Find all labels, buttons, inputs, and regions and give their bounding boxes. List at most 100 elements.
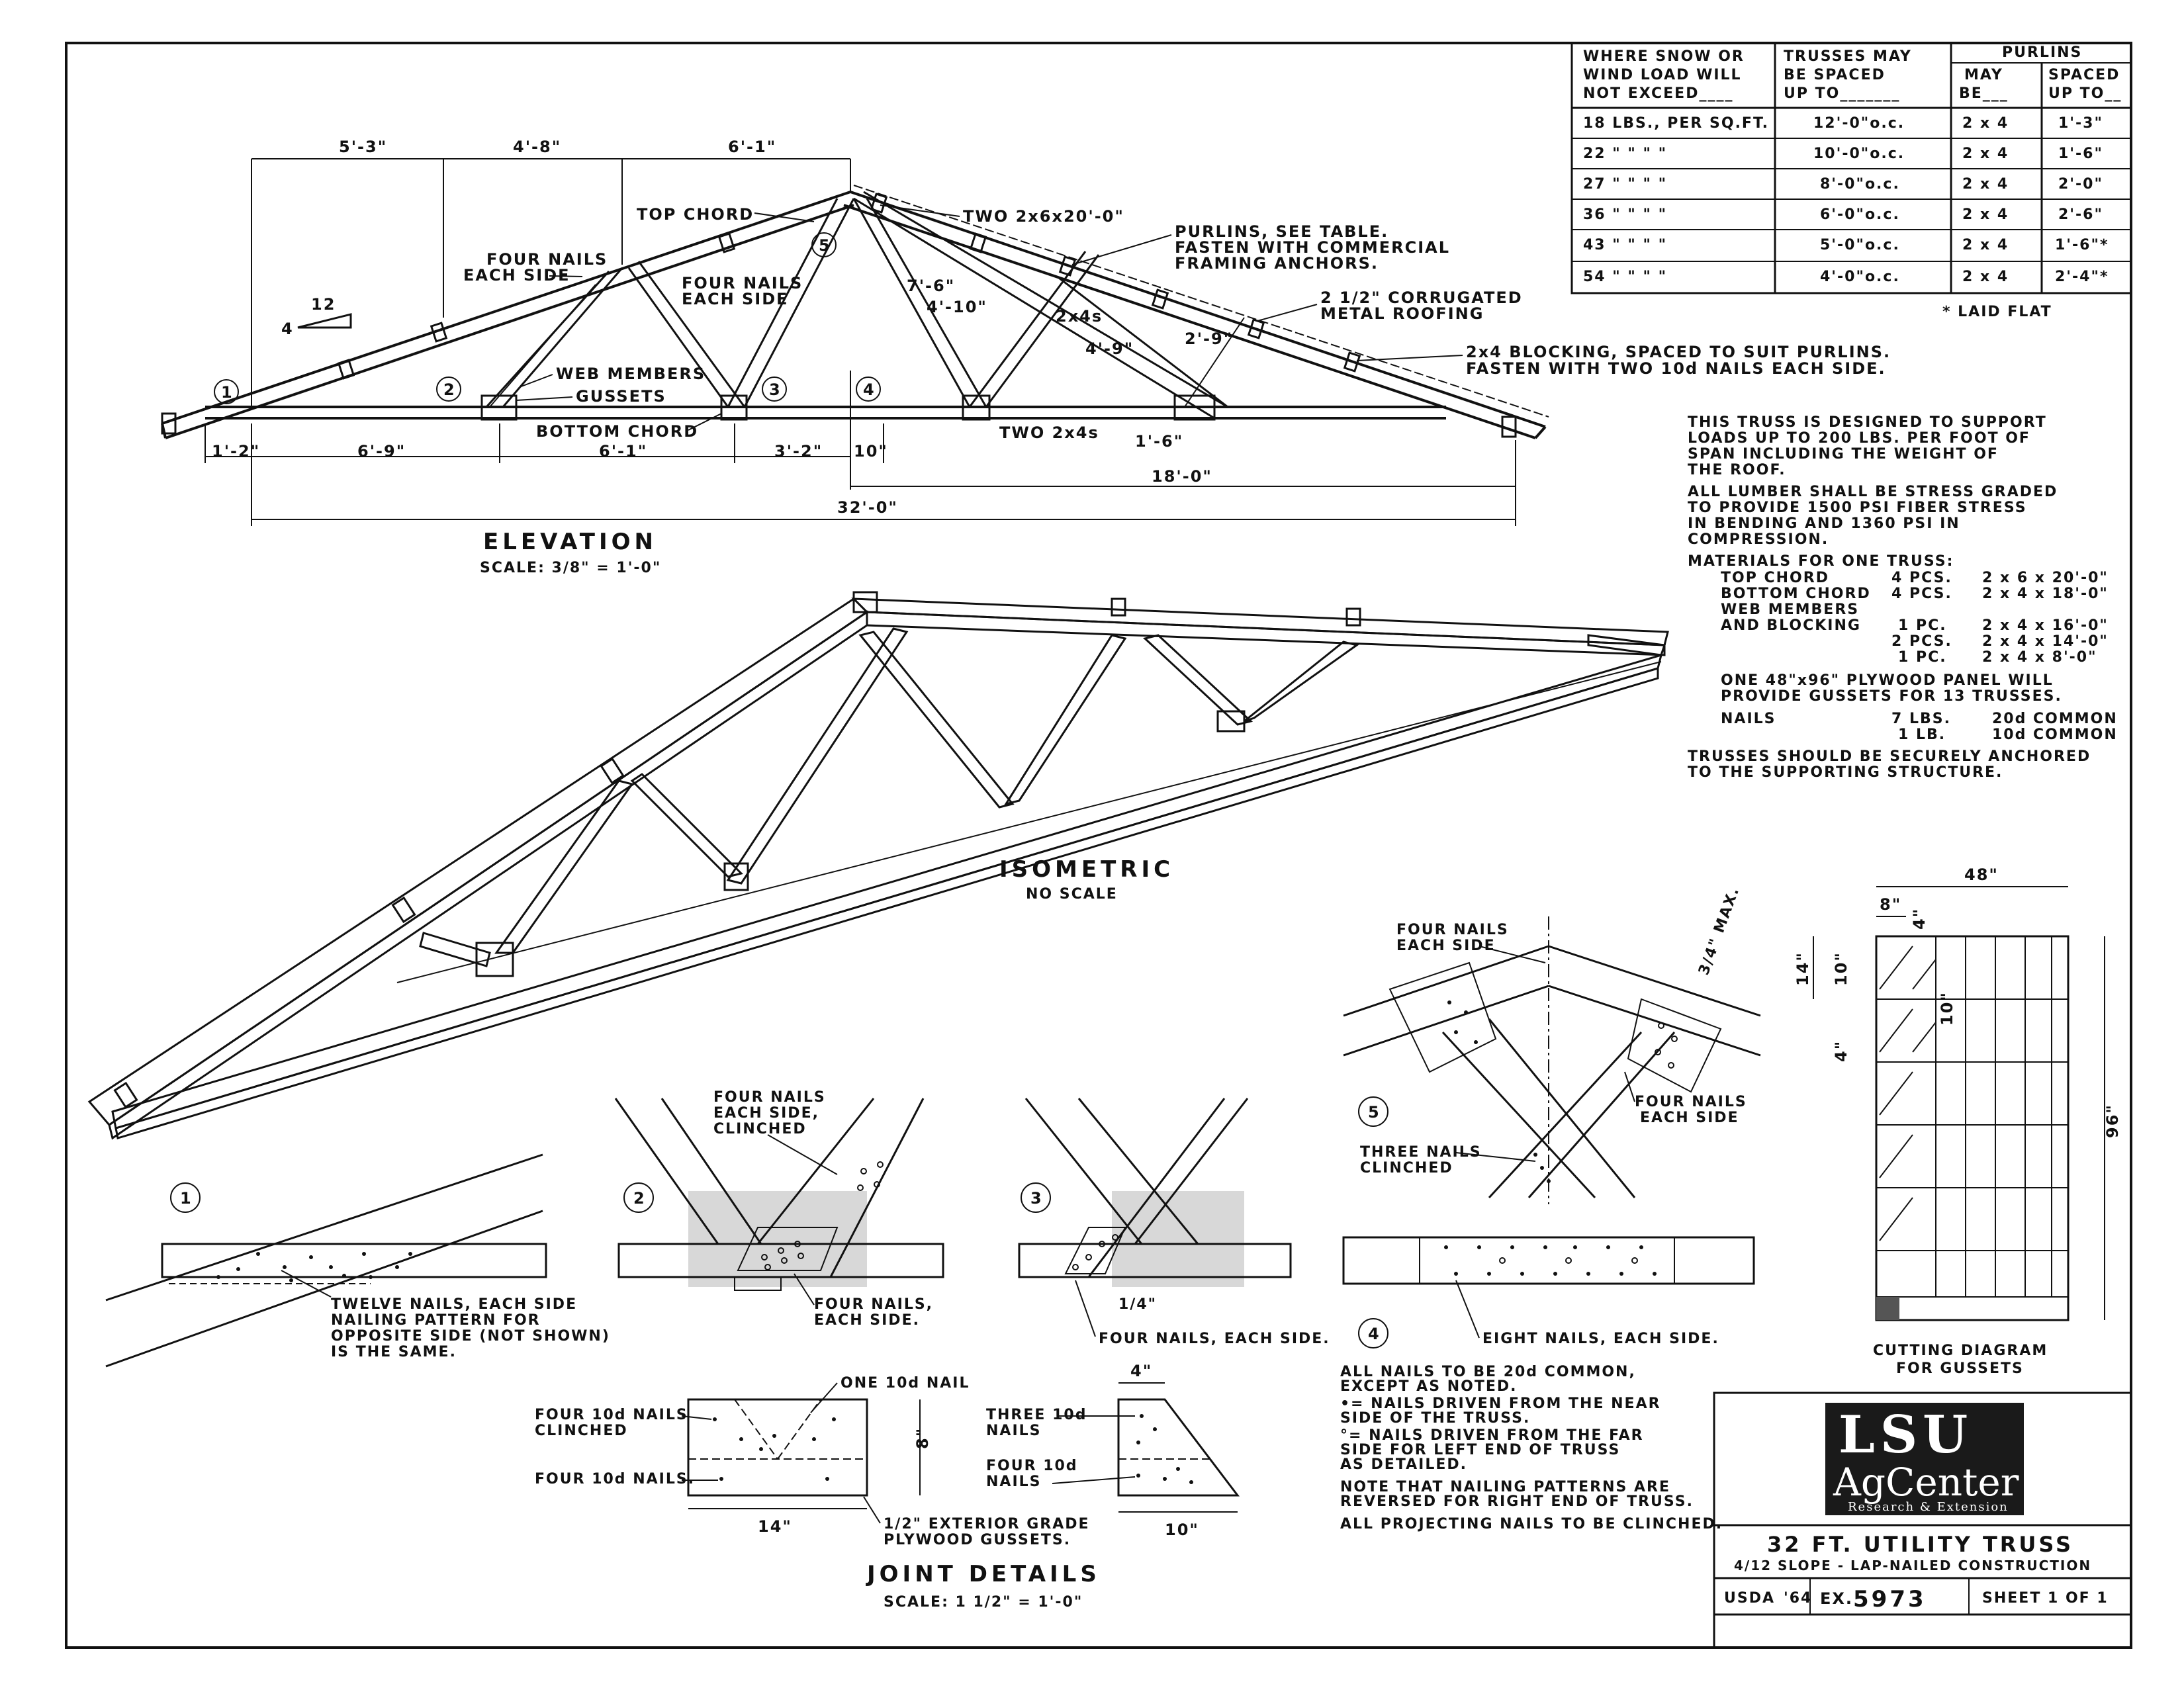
material-qty: 1 PC. (1898, 617, 1947, 634)
joint-details: 14" 8" 4" 10" ONE 10d NAIL FOUR 10d NAIL… (535, 1362, 1240, 1611)
general-note-line: ALL NAILS TO BE 20d COMMON, (1340, 1364, 1636, 1380)
note-anchor-2: TO THE SUPPORTING STRUCTURE. (1688, 764, 2003, 781)
note-plywood-1: ONE 48"x96" PLYWOOD PANEL WILL (1721, 672, 2054, 689)
joint-number: 4 (863, 380, 876, 399)
table-cell-size: 2 x 4 (1962, 206, 2009, 223)
label-four-nails-a-1: FOUR NAILS (486, 250, 608, 269)
title-number: 5973 (1853, 1586, 1927, 1613)
table-cell-load: 36 " " " " (1583, 206, 1667, 223)
title-sheet: SHEET 1 OF 1 (1982, 1590, 2109, 1607)
label-four-10d-clinched-1: FOUR 10d NAILS (535, 1407, 688, 1423)
table-header-may-1: MAY (1964, 67, 2003, 83)
note-design-3: SPAN INCLUDING THE WEIGHT OF (1688, 446, 1999, 463)
general-note-line: SIDE FOR LEFT END OF TRUSS (1340, 1442, 1620, 1458)
label-roofing-2: METAL ROOFING (1320, 304, 1484, 323)
cut-caption-2: FOR GUSSETS (1896, 1360, 2024, 1377)
isometric-view: ISOMETRIC NO SCALE (87, 591, 1669, 1140)
material-item: WEB MEMBERS (1721, 601, 1859, 618)
label-blocking-1: 2x4 BLOCKING, SPACED TO SUIT PURLINS. (1466, 343, 1891, 361)
label-blocking-2: FASTEN WITH TWO 10d NAILS EACH SIDE. (1466, 359, 1886, 378)
cut-height: 96" (2103, 1104, 2122, 1138)
table-row: 18 LBS., PER SQ.FT. 12'-0"o.c. 2 x 4 1'-… (1583, 115, 2102, 132)
cut-f: 4" (1832, 1040, 1850, 1062)
label-four-nails-b-2: EACH SIDE (682, 290, 789, 308)
table-header-truss-1: TRUSSES MAY (1784, 48, 1912, 65)
dim-bottom-5: 10" (854, 442, 888, 461)
note-lumber-2: TO PROVIDE 1500 PSI FIBER STRESS (1688, 500, 2027, 516)
table-header-spaced-2: UP TO__ (2048, 85, 2122, 102)
detail-3-note: FOUR NAILS, EACH SIDE. (1099, 1331, 1330, 1347)
logo-research: Research & Extension (1848, 1500, 2009, 1514)
table-header-may-2: BE___ (1959, 85, 2009, 102)
design-notes: THIS TRUSS IS DESIGNED TO SUPPORT LOADS … (1688, 414, 2118, 781)
label-plywood-1: 1/2" EXTERIOR GRADE (884, 1516, 1090, 1532)
label-roofing-1: 2 1/2" CORRUGATED (1320, 288, 1523, 307)
detail-5-r-1: FOUR NAILS (1635, 1094, 1747, 1110)
nails-qty: 1 LB. (1898, 727, 1946, 743)
dim-bottom-1: 1'-2" (212, 442, 260, 461)
label-four-10d-b-1: FOUR 10d (986, 1458, 1078, 1474)
nails-size: 20d COMMON (1992, 711, 2118, 727)
table-row: 27 " " " " 8'-0"o.c. 2 x 4 2'-0" (1583, 176, 2103, 193)
detail-1: 1 TWELVE NAILS, EACH SIDE NAILING PATTER… (105, 1153, 609, 1368)
table-cell-load: 54 " " " " (1583, 269, 1667, 285)
label-gussets: GUSSETS (576, 387, 666, 406)
snow-load-table: WHERE SNOW OR WIND LOAD WILL NOT EXCEED_… (1570, 42, 2132, 320)
detail-2-bottom-1: FOUR NAILS, (814, 1296, 933, 1313)
label-three-10d-1: THREE 10d (986, 1407, 1087, 1423)
note-design-1: THIS TRUSS IS DESIGNED TO SUPPORT (1688, 414, 2047, 431)
detail-1-note-2: NAILING PATTERN FOR (331, 1312, 541, 1329)
dim-web-3: 4'-9" (1085, 339, 1134, 358)
table-cell-load: 43 " " " " (1583, 237, 1667, 253)
table-header-purlins: PURLINS (2002, 44, 2082, 61)
detail-5: 5 FOUR NAILS EACH SIDE FOUR NAILS EACH S… (1343, 885, 1761, 1204)
slope-rise: 4 (281, 320, 294, 338)
general-note-line: EXCEPT AS NOTED. (1340, 1378, 1517, 1395)
elevation-caption: ELEVATION (483, 529, 657, 555)
note-design-2: LOADS UP TO 200 LBS. PER FOOT OF (1688, 430, 2030, 447)
title-block: LSU AgCenter Research & Extension 32 FT.… (1713, 1392, 2132, 1649)
label-two-2x6: TWO 2x6x20'-0" (963, 207, 1124, 226)
detail-5-b-2: CLINCHED (1360, 1160, 1453, 1176)
table-row: 22 " " " " 10'-0"o.c. 2 x 4 1'-6" (1583, 146, 2102, 162)
detail-4-number: 4 (1368, 1325, 1381, 1343)
table-cell-spacing: 2'-0" (2058, 176, 2103, 193)
nails-row: 1 LB. 10d COMMON (1898, 727, 2118, 743)
label-purlins-3: FRAMING ANCHORS. (1175, 254, 1379, 273)
general-note-line: AS DETAILED. (1340, 1456, 1467, 1473)
label-2x4s: 2x4s (1056, 307, 1103, 326)
material-size: 2 x 6 x 20'-0" (1982, 570, 2109, 586)
table-cell-truss: 5'-0"o.c. (1820, 237, 1900, 253)
table-cell-truss: 6'-0"o.c. (1820, 206, 1900, 223)
detail-2: 2 FOUR NAILS EACH SIDE, CLINCHED FOUR NA… (614, 1089, 944, 1329)
material-item: TOP CHORD (1721, 570, 1829, 586)
detail-3-number: 3 (1030, 1189, 1043, 1208)
dim-bottom-4: 3'-2" (774, 442, 823, 461)
material-item: BOTTOM CHORD (1721, 586, 1871, 602)
title-sub: 4/12 SLOPE - LAP-NAILED CONSTRUCTION (1734, 1558, 2091, 1573)
joint-callout-1: 1 (214, 379, 239, 404)
label-four-nails-a-2: EACH SIDE (463, 266, 570, 285)
elevation-scale: SCALE: 3/8" = 1'-0" (480, 560, 661, 576)
table-cell-truss: 12'-0"o.c. (1813, 115, 1905, 132)
table-cell-size: 2 x 4 (1962, 146, 2009, 162)
table-header-truss-2: BE SPACED (1784, 67, 1886, 83)
slope-run: 12 (311, 295, 336, 314)
general-note-line: °= NAILS DRIVEN FROM THE FAR (1340, 1427, 1644, 1444)
detail-1-note-1: TWELVE NAILS, EACH SIDE (331, 1296, 577, 1313)
joint-callout-2: 2 (436, 376, 461, 402)
material-size: 2 x 4 x 14'-0" (1982, 633, 2109, 650)
detail-2-top-1: FOUR NAILS (713, 1089, 826, 1106)
cut-width: 48" (1964, 865, 1999, 884)
detail-5-number: 5 (1368, 1103, 1381, 1122)
table-header-load-2: WIND LOAD WILL (1583, 67, 1742, 83)
label-four-nails-b-1: FOUR NAILS (682, 274, 803, 292)
nails-item: NAILS (1721, 711, 1776, 727)
nails-size: 10d COMMON (1992, 727, 2118, 743)
table-cell-load: 27 " " " " (1583, 176, 1667, 193)
cut-d: 10" (1832, 952, 1850, 986)
general-note-line: NOTE THAT NAILING PATTERNS ARE (1340, 1479, 1670, 1495)
